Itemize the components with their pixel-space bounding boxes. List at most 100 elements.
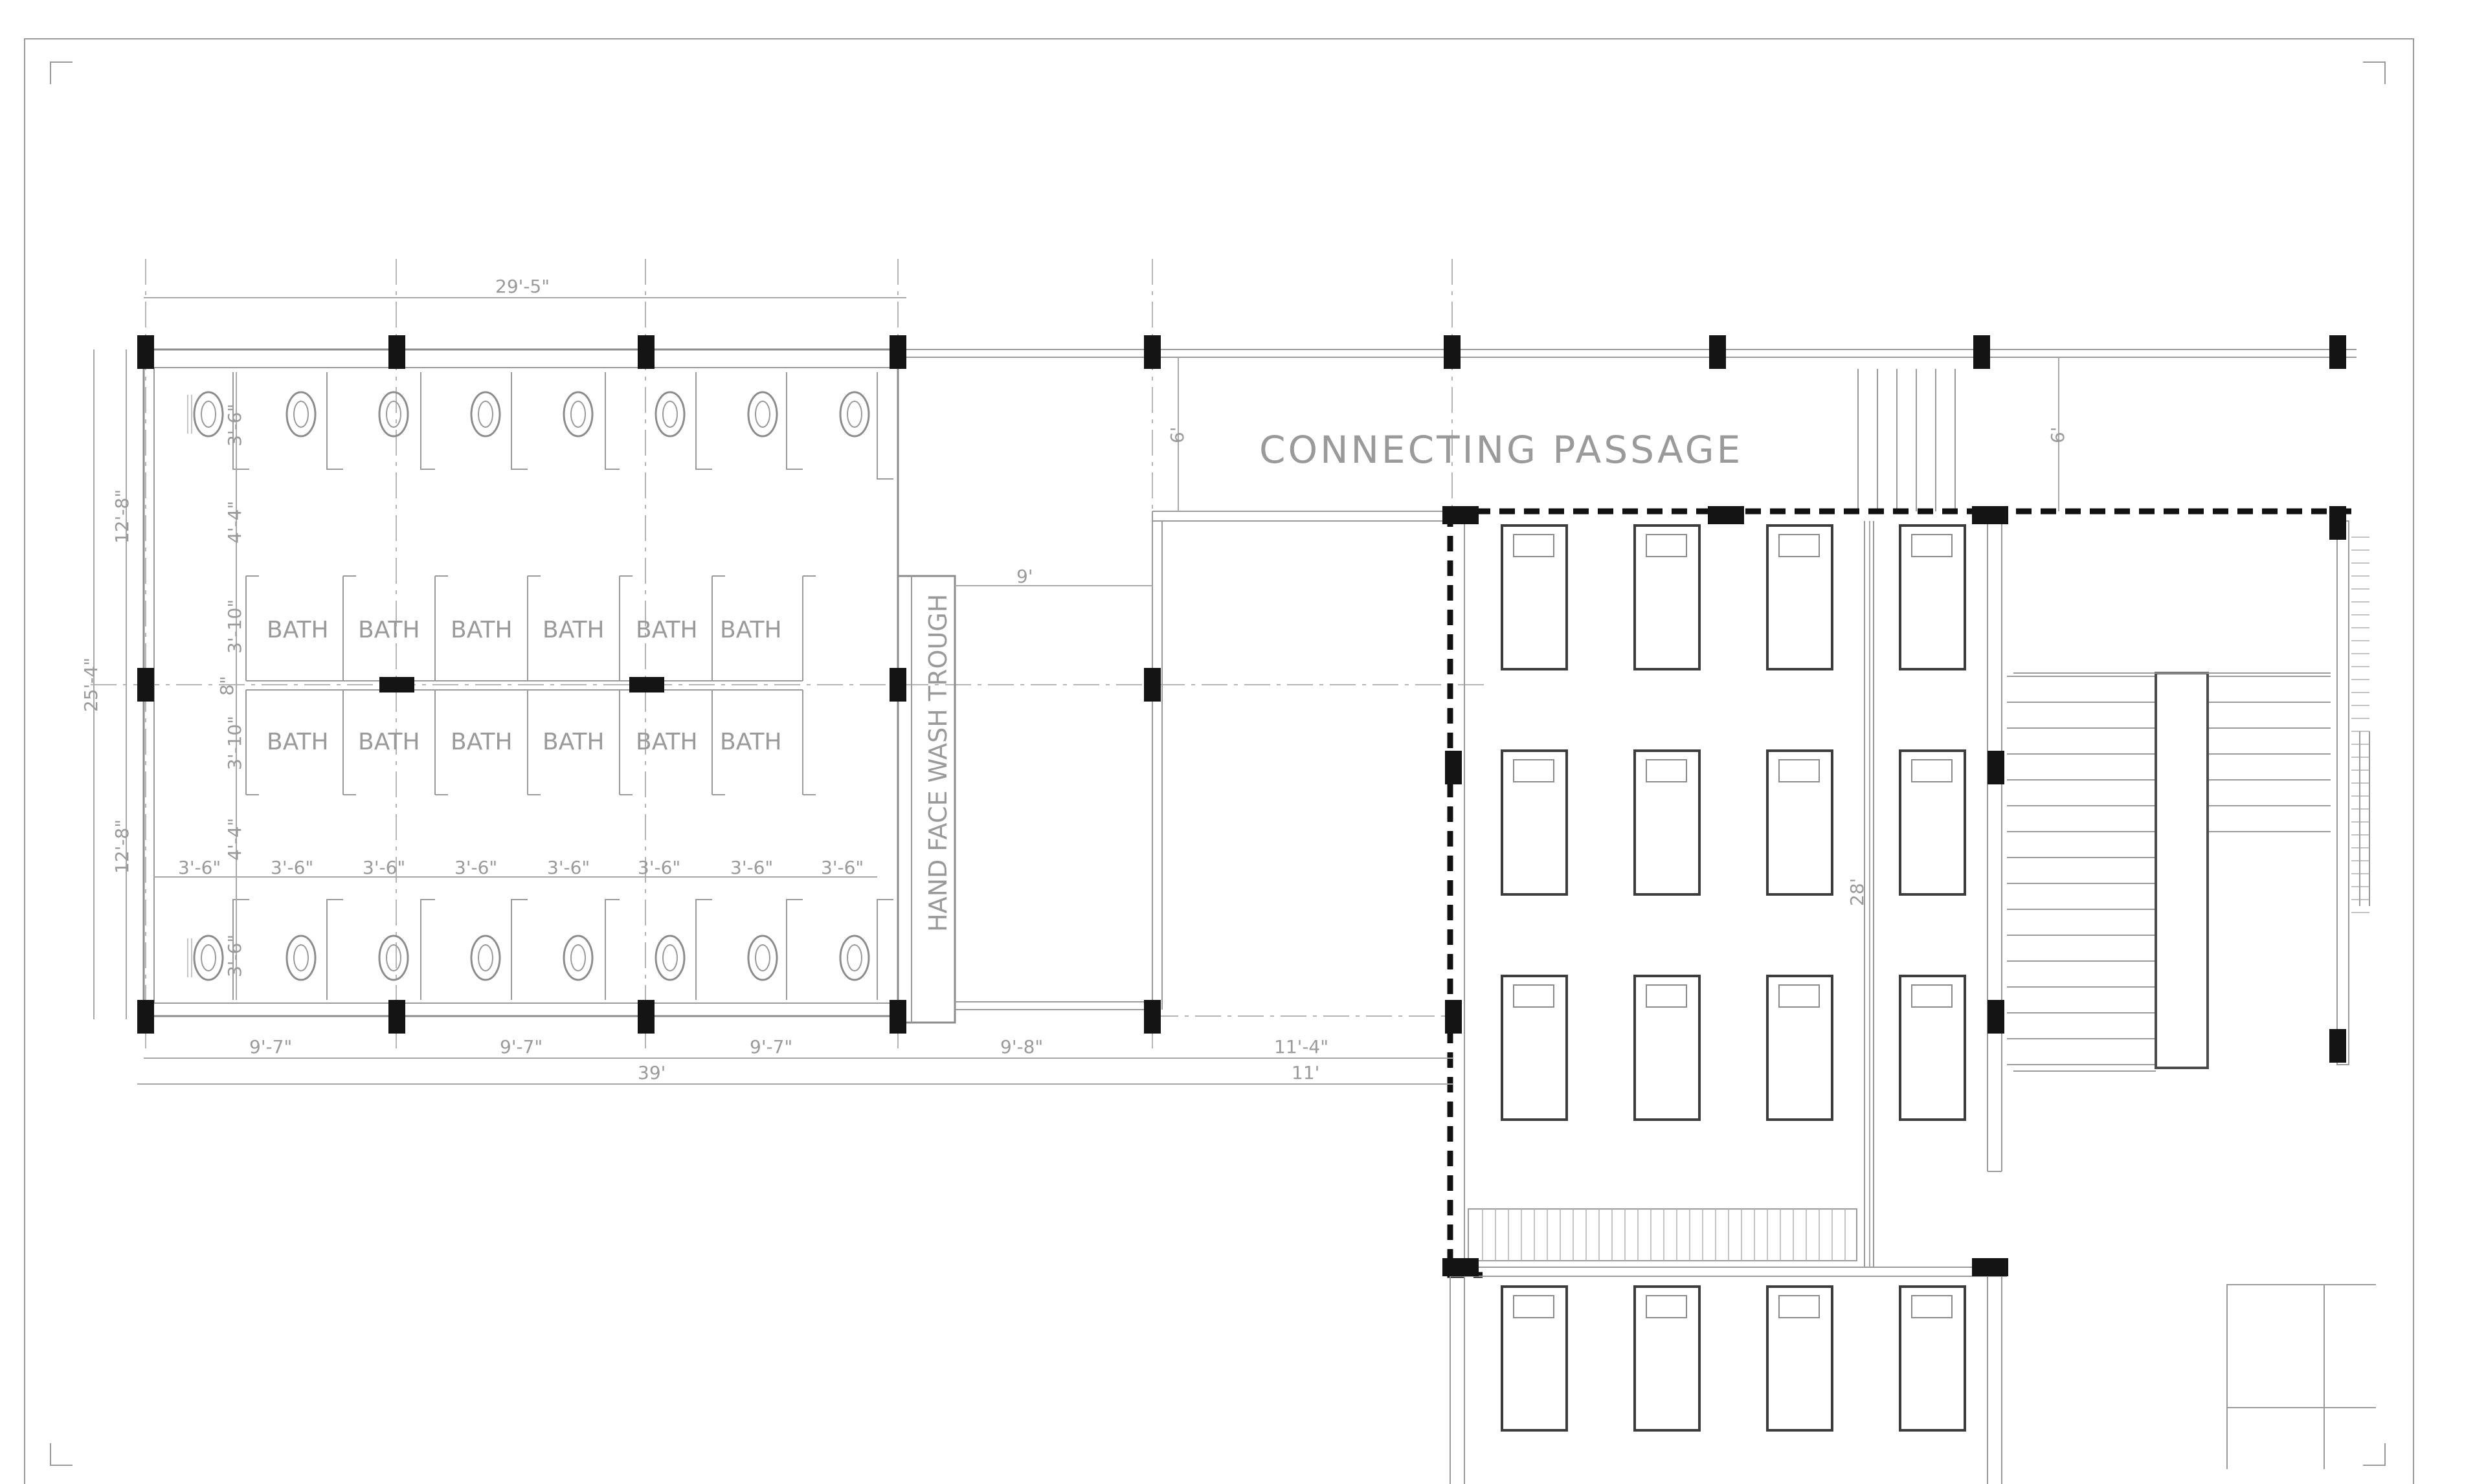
dimension-lines — [93, 297, 2059, 1267]
column — [1973, 335, 1990, 369]
stair-well — [2155, 672, 2209, 1069]
beds — [1501, 524, 1966, 1432]
bath-label: BATH — [358, 729, 420, 755]
wc-fixture — [563, 935, 594, 981]
bed — [1501, 1285, 1568, 1432]
grid-axes — [91, 259, 1508, 1048]
dim-text: 3'-6" — [547, 857, 590, 878]
dim-text: 6' — [2047, 426, 2068, 443]
bath-label: BATH — [543, 729, 605, 755]
bed — [1899, 524, 1966, 670]
bed — [1766, 524, 1833, 670]
dormitory-block — [1447, 508, 2357, 1484]
dim-text: 12'-8" — [111, 489, 133, 544]
bath-partition — [245, 575, 816, 681]
wc-fixture — [563, 391, 594, 437]
wc-fixture — [839, 391, 870, 437]
room-axis — [2227, 1285, 2376, 1469]
dim-text: 9'-7" — [500, 1036, 543, 1058]
column — [137, 1000, 154, 1034]
dim-text: 29'-5" — [495, 276, 550, 297]
wash-trough-label: HAND FACE WASH TROUGH — [924, 594, 952, 932]
dim-text: 4'-4" — [224, 818, 245, 861]
column — [1444, 335, 1461, 369]
column — [379, 677, 414, 692]
dim-text: 12'-8" — [111, 819, 133, 874]
wc-row-partition — [232, 899, 893, 1000]
corner-mark-bl — [50, 1443, 73, 1466]
bed — [1766, 749, 1833, 896]
connecting-passage — [898, 349, 2357, 1017]
stair-treads — [2007, 676, 2331, 1065]
column — [1445, 1000, 1462, 1034]
column — [1709, 335, 1726, 369]
wc-fixture — [187, 935, 224, 981]
dimension-text: 29'-5" 9'-7" 9'-7" 9'-7" 9'-8" 11'-4" 39… — [80, 276, 2068, 1083]
column — [2329, 1029, 2346, 1063]
column — [1708, 506, 1744, 524]
dim-text: 28' — [1846, 878, 1868, 906]
dim-text: 3'-6" — [730, 857, 773, 878]
bath-label: BATH — [720, 729, 782, 755]
dim-text: 3'-6" — [178, 857, 221, 878]
column — [137, 668, 154, 702]
sheet-frame — [24, 38, 2414, 1484]
bath-label: BATH — [720, 617, 782, 643]
wc-fixtures — [187, 391, 870, 981]
wc-fixture — [286, 935, 317, 981]
dim-text: 3'-6" — [271, 857, 313, 878]
dim-text: 39' — [638, 1062, 666, 1083]
bed — [1501, 524, 1568, 670]
dim-text: 3'-6" — [638, 857, 680, 878]
bed — [1633, 524, 1701, 670]
dim-text: 8" — [216, 676, 238, 696]
wc-fixture — [747, 935, 778, 981]
bed — [1501, 749, 1568, 896]
wc-fixture — [378, 935, 409, 981]
right-wall — [2336, 520, 2349, 1065]
wash-trough — [897, 575, 956, 1024]
column — [629, 677, 664, 692]
column — [388, 335, 405, 369]
column — [1144, 668, 1161, 702]
passage-return-wall — [1152, 511, 1450, 1010]
bath-label: BATH — [451, 617, 513, 643]
corner-mark-tl — [50, 61, 73, 84]
column — [1972, 1258, 2008, 1276]
corner-mark-br — [2363, 1443, 2386, 1466]
bath-label: BATH — [543, 617, 605, 643]
dim-text: 3'-6" — [224, 404, 245, 447]
bed — [1766, 975, 1833, 1121]
wc-fixture — [839, 935, 870, 981]
bed — [1899, 1285, 1966, 1432]
wc-row-partition — [232, 372, 893, 480]
staircase — [2007, 520, 2370, 1072]
wc-fixture — [470, 935, 501, 981]
toilet-block-outer-wall — [142, 348, 899, 1017]
column — [2329, 335, 2346, 369]
column — [137, 335, 154, 369]
dim-text: 11' — [1292, 1062, 1319, 1083]
bed — [1633, 1285, 1701, 1432]
wc-fixture — [470, 391, 501, 437]
room-outline — [2226, 1284, 2376, 1469]
bath-label: BATH — [636, 617, 698, 643]
bath-label: BATH — [358, 617, 420, 643]
dim-text: 6' — [1167, 426, 1188, 443]
dim-text: 3'-10" — [224, 716, 245, 770]
column — [1442, 1258, 1479, 1276]
bath-label: BATH — [451, 729, 513, 755]
column — [638, 1000, 655, 1034]
dim-text: 9'-7" — [750, 1036, 792, 1058]
bed — [1501, 975, 1568, 1121]
dim-text: 11'-4" — [1274, 1036, 1328, 1058]
stair-lines — [1857, 369, 1956, 511]
dim-text: 4'-4" — [224, 501, 245, 544]
columns — [137, 335, 2346, 1276]
hatched-sill — [1468, 1208, 1857, 1261]
column — [1144, 335, 1161, 369]
wc-fixture — [655, 935, 686, 981]
dim-text: 9' — [1016, 566, 1033, 587]
dim-text: 3'-6" — [454, 857, 497, 878]
